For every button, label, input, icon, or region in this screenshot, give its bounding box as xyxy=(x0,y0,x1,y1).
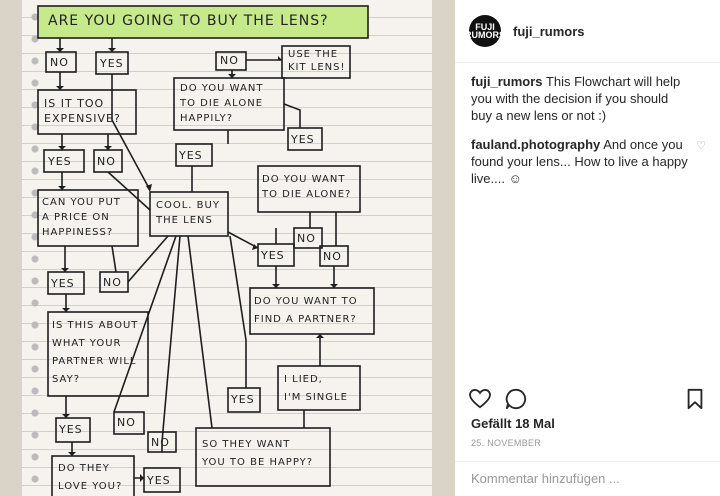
answer-yes: YES xyxy=(291,133,315,146)
heart-icon[interactable] xyxy=(469,388,491,410)
author-username[interactable]: fuji_rumors xyxy=(513,23,585,39)
answer-yes: YES xyxy=(147,474,171,487)
avatar-logo-text: FUJI RUMORS xyxy=(465,22,505,40)
comment-author[interactable]: fauland.photography xyxy=(471,137,601,152)
avatar[interactable]: FUJI RUMORS xyxy=(465,15,505,47)
caption-comment: fuji_rumors This Flowchart will help you… xyxy=(471,73,706,124)
node-die-alone: DO YOU WANT TO DIE ALONE? xyxy=(262,174,352,200)
answer-no: NO xyxy=(50,56,69,69)
answer-yes: YES xyxy=(100,57,124,70)
flowchart-lines xyxy=(37,5,375,496)
add-comment-bar xyxy=(455,461,720,495)
post-header: FUJI RUMORS fuji_rumors xyxy=(455,0,720,63)
node-use-kit-lens: USE THE KIT LENS! xyxy=(288,49,346,73)
answer-yes: YES xyxy=(51,277,75,290)
list-item: fauland.photography And once you found y… xyxy=(471,136,706,187)
node-lied-single: I LIED, I'M SINGLE xyxy=(284,374,348,403)
node-partner-will-say: IS THIS ABOUT WHAT YOUR PARTNER WILL SAY… xyxy=(52,320,139,385)
answer-no: NO xyxy=(297,232,316,245)
answer-no: NO xyxy=(151,436,170,449)
comments-list: fuji_rumors This Flowchart will help you… xyxy=(455,63,720,187)
flowchart-title: ARE YOU GOING TO BUY THE LENS? xyxy=(48,13,329,29)
comment-input[interactable] xyxy=(471,471,691,486)
answer-no: NO xyxy=(220,54,239,67)
node-too-expensive: IS IT TOO EXPENSIVE? xyxy=(44,97,121,125)
node-find-a-partner: DO YOU WANT TO FIND A PARTNER? xyxy=(254,296,358,325)
answer-no: NO xyxy=(117,416,136,429)
node-love-you: DO THEY LOVE YOU? xyxy=(58,463,123,492)
node-cool-buy-the-lens: COOL. BUY THE LENS xyxy=(156,200,220,226)
comment-bubble-icon[interactable] xyxy=(505,388,527,410)
notebook-paper xyxy=(22,0,432,496)
bookmark-icon[interactable] xyxy=(684,388,706,410)
post-image[interactable]: ARE YOU GOING TO BUY THE LENS? NO YES US… xyxy=(0,0,455,496)
answer-yes: YES xyxy=(59,423,83,436)
answer-yes: YES xyxy=(48,155,72,168)
action-bar xyxy=(469,388,527,410)
post-side-panel: FUJI RUMORS fuji_rumors fuji_rumors This… xyxy=(455,0,720,496)
answer-no: NO xyxy=(103,276,122,289)
answer-no: NO xyxy=(97,155,116,168)
node-price-on-happiness: CAN YOU PUT A PRICE ON HAPPINESS? xyxy=(42,197,121,238)
answer-yes: YES xyxy=(231,393,255,406)
answer-yes: YES xyxy=(261,249,285,262)
like-count[interactable]: Gefällt 18 Mal xyxy=(471,416,555,431)
comment-text: And once you found your lens... How to l… xyxy=(471,137,688,186)
comment-text: This Flowchart will help you with the de… xyxy=(471,74,681,123)
node-die-alone-happily: DO YOU WANT TO DIE ALONE HAPPILY? xyxy=(180,83,264,124)
answer-no: NO xyxy=(323,250,342,263)
node-want-you-happy: SO THEY WANT YOU TO BE HAPPY? xyxy=(202,439,314,468)
comment-like-heart-icon[interactable]: ♡ xyxy=(696,140,706,152)
comment-author[interactable]: fuji_rumors xyxy=(471,74,543,89)
post-date[interactable]: 25. NOVEMBER xyxy=(471,438,542,448)
answer-yes: YES xyxy=(179,149,203,162)
